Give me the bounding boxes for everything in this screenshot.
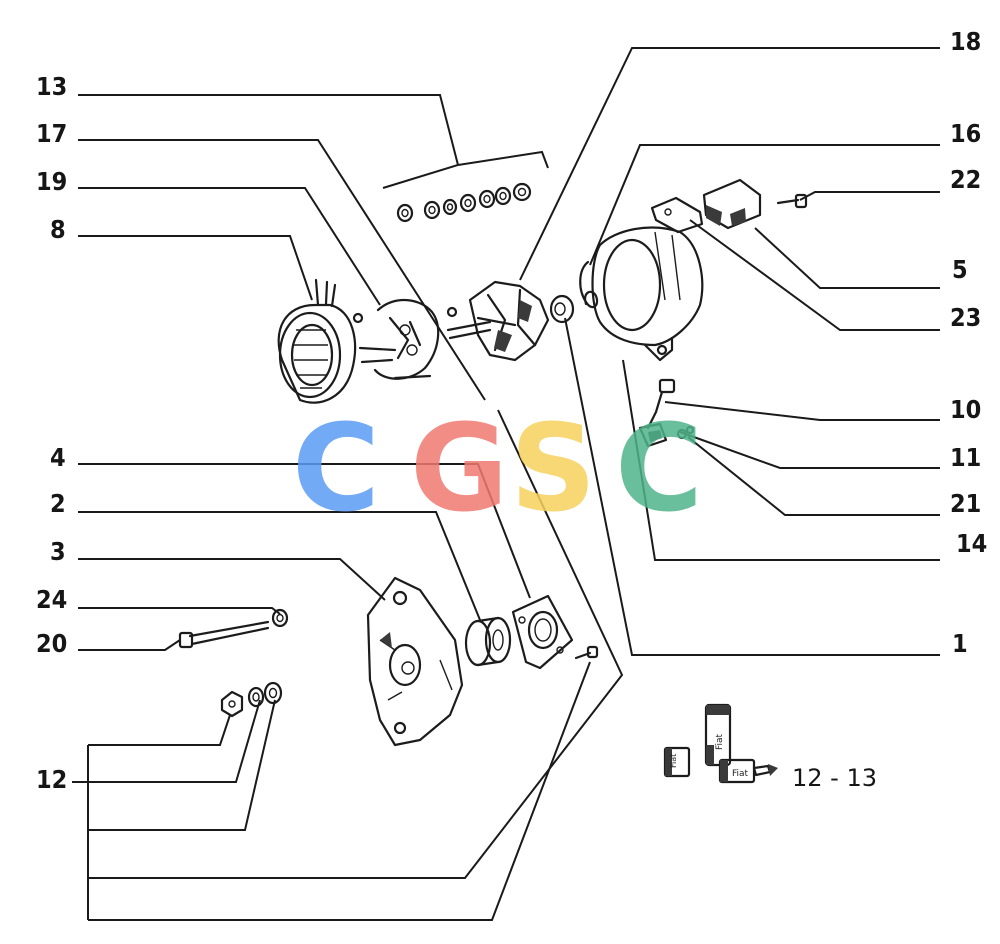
part-23-gasket (650, 196, 704, 234)
cgsc-watermark: C G S C (292, 400, 703, 539)
callout-11: 11 (950, 443, 981, 472)
part-24-nut (271, 608, 289, 628)
callout-5: 5 (952, 255, 968, 284)
leader-lines-left (72, 94, 624, 921)
callout-2: 2 (50, 489, 66, 518)
callout-14: 14 (956, 529, 987, 558)
callout-13: 13 (36, 72, 67, 101)
part-3-front-housing (366, 576, 464, 747)
callout-3: 3 (50, 537, 66, 566)
kit-label-2: Fiat (715, 733, 725, 750)
leader-lines-right (519, 47, 940, 656)
callout-10: 10 (950, 395, 981, 424)
small-screw (574, 645, 599, 660)
part-19-rectifier (352, 298, 440, 380)
callout-labels: 13 17 19 8 4 2 3 24 20 12 18 16 22 5 23 … (36, 27, 987, 794)
callout-18: 18 (950, 27, 981, 56)
part-1-bearing (549, 294, 575, 324)
callout-8: 8 (50, 215, 66, 244)
part-13-small-hardware (396, 182, 532, 223)
part-18-rotor-fan (468, 280, 550, 362)
callout-12: 12 (36, 765, 67, 794)
callout-16: 16 (950, 119, 981, 148)
part-4-retainer-plate (511, 594, 574, 670)
part-14-rear-housing (591, 226, 704, 362)
part-20-through-bolt (178, 620, 270, 649)
callout-23: 23 (950, 303, 981, 332)
watermark-letter-1: C (292, 400, 380, 539)
watermark-letter-3: S (510, 400, 596, 539)
callout-17: 17 (36, 119, 67, 148)
part-5-regulator (702, 178, 762, 230)
part-17-rotor-shaft (446, 306, 492, 340)
kit-12-13-illustration: Fiat Fiat Fiat (663, 703, 778, 784)
callout-19: 19 (36, 167, 67, 196)
part-8-stator (277, 278, 357, 404)
part-22-screw (776, 193, 808, 209)
kit-label-1: Fiat (669, 754, 678, 768)
callout-24: 24 (36, 585, 67, 614)
callout-20: 20 (36, 629, 67, 658)
part-2-front-bearing (464, 616, 512, 667)
kit-label-3: Fiat (732, 769, 749, 779)
callout-21: 21 (950, 489, 981, 518)
watermark-letter-2: G (410, 400, 509, 539)
callout-1: 1 (952, 629, 968, 658)
callout-4: 4 (50, 443, 66, 472)
watermark-letter-4: C (615, 400, 703, 539)
callout-22: 22 (950, 165, 981, 194)
part-12-nut-washers (220, 681, 283, 718)
callout-kit-12-13: 12 - 13 (792, 764, 877, 792)
part-10-brush-holder (638, 378, 695, 448)
